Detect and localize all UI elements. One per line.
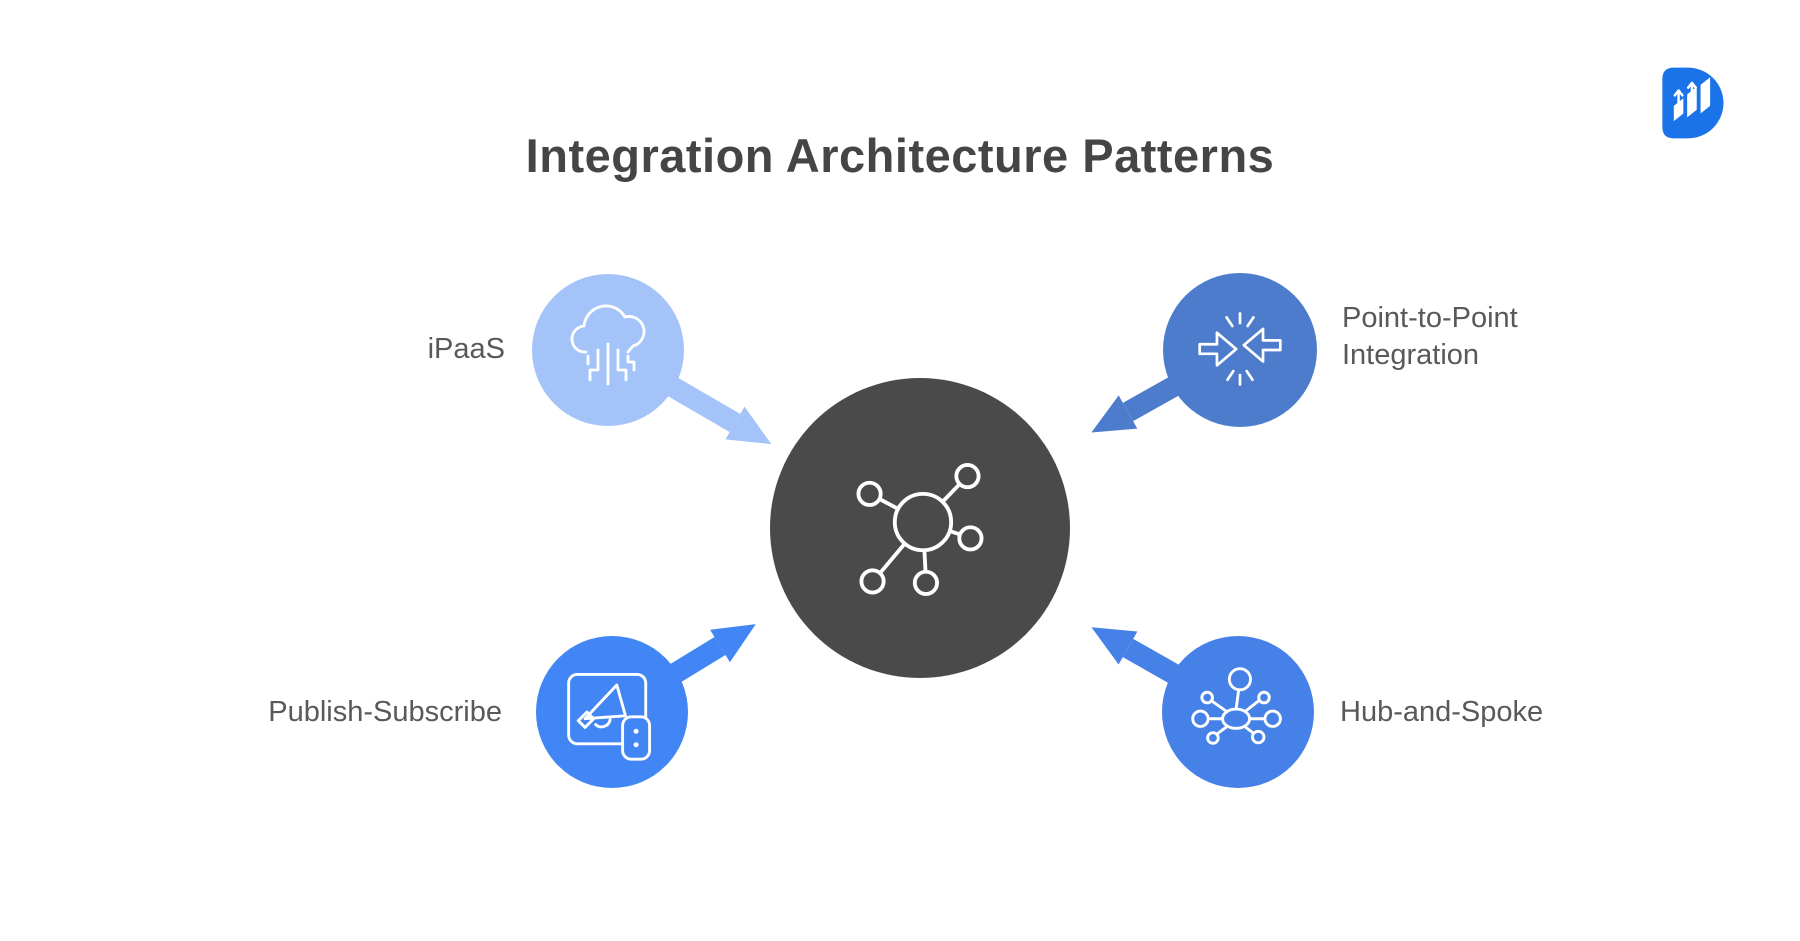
node-label-publish-subscribe: Publish-Subscribe [268, 696, 502, 728]
node-label-ipaas: iPaaS [427, 333, 505, 365]
node-circle-ipaas [532, 274, 684, 426]
cloud-circuit-icon [570, 304, 646, 386]
brand-logo [1648, 60, 1734, 146]
node-circle-point-to-point [1163, 273, 1317, 427]
page-title: Integration Architecture Patterns [525, 129, 1275, 182]
network-hub-icon [856, 463, 984, 596]
hub-spoke-icon [1191, 667, 1282, 745]
node-circle-hub-and-spoke [1162, 636, 1314, 788]
node-label-point-to-point: Point-to-Point Integration [1342, 302, 1518, 372]
node-label-hub-and-spoke: Hub-and-Spoke [1340, 696, 1544, 728]
megaphone-broadcast-icon [567, 672, 652, 761]
center-node-circle [770, 378, 1070, 678]
converging-arrows-icon [1198, 312, 1282, 386]
node-circle-publish-subscribe [536, 636, 688, 788]
brand-logo-icon [1662, 67, 1724, 139]
